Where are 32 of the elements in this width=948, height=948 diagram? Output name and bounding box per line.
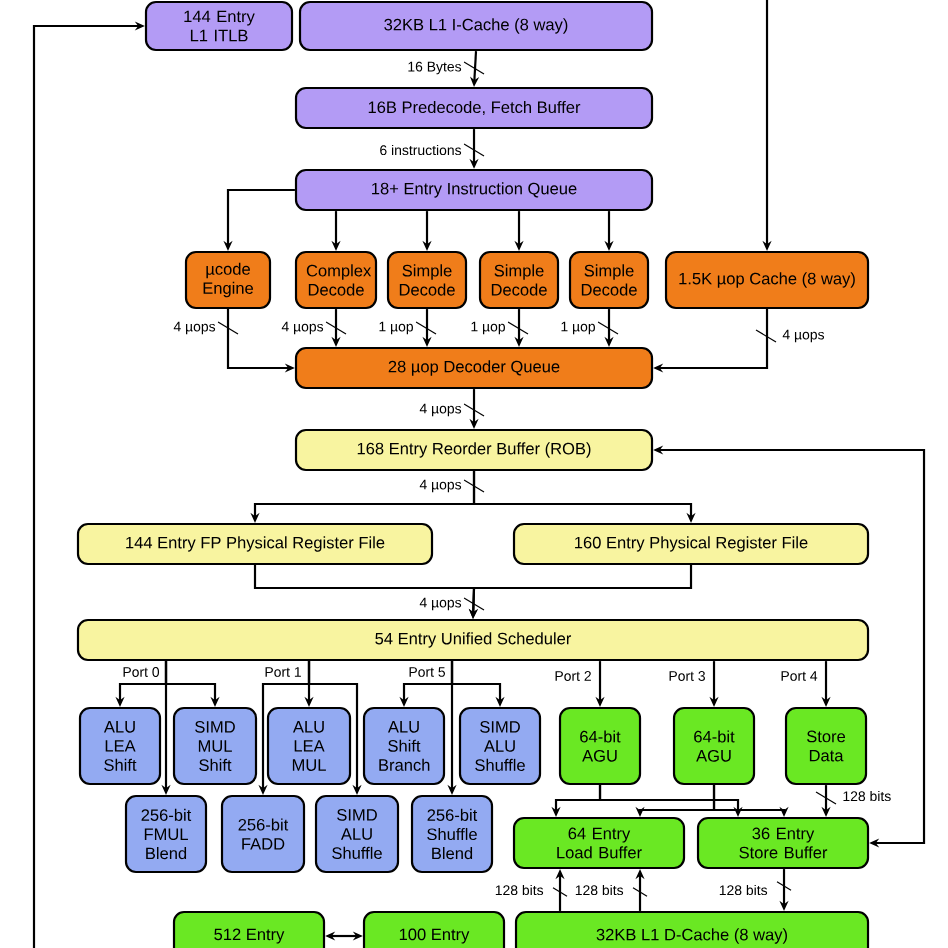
unit-box: 256-bit FADD — [220, 794, 306, 874]
unit-box: 18+ Entry Instruction Queue — [294, 168, 654, 212]
unit-box: 144 Entry L1 ITLB — [144, 0, 294, 52]
unit-box: 36 Entry Store Buffer — [696, 816, 870, 870]
unit-box: 64 Entry Load Buffer — [512, 816, 686, 870]
unit-box: Simple Decode — [478, 250, 560, 310]
unit-box: SIMD ALU Shuffle — [314, 794, 400, 874]
unit-box: 32KB L1 I-Cache (8 way) — [298, 0, 654, 52]
unit-box: ALU LEA Shift — [78, 706, 162, 786]
unit-box: 100 Entry — [362, 910, 506, 948]
unit-box: Store Data — [784, 706, 868, 786]
unit-box: ALU Shift Branch — [362, 706, 446, 786]
unit-box: SIMD ALU Shuffle — [458, 706, 542, 786]
unit-box: ALU LEA MUL — [266, 706, 352, 786]
unit-box: Simple Decode — [568, 250, 650, 310]
unit-box: 160 Entry Physical Register File — [512, 522, 870, 566]
unit-box: 16B Predecode, Fetch Buffer — [294, 86, 654, 130]
unit-box: 64-bit AGU — [672, 706, 756, 786]
unit-box: 64-bit AGU — [558, 706, 642, 786]
unit-box: 256-bit FMUL Blend — [124, 794, 208, 874]
unit-box: µcode Engine — [184, 250, 272, 310]
unit-box: 168 Entry Reorder Buffer (ROB) — [294, 428, 654, 472]
unit-box: 512 Entry — [172, 910, 326, 948]
unit-box: 256-bit Shuffle Blend — [410, 794, 494, 874]
unit-box: 32KB L1 D-Cache (8 way) — [514, 910, 870, 948]
unit-box: 144 Entry FP Physical Register File — [76, 522, 434, 566]
unit-box: SIMD MUL Shift — [172, 706, 258, 786]
unit-box: 1.5K µop Cache (8 way) — [664, 250, 870, 310]
unit-box: Simple Decode — [386, 250, 468, 310]
unit-box: 28 µop Decoder Queue — [294, 346, 654, 390]
unit-box: 54 Entry Unified Scheduler — [76, 618, 870, 662]
unit-box: Complex Decode — [294, 250, 378, 310]
